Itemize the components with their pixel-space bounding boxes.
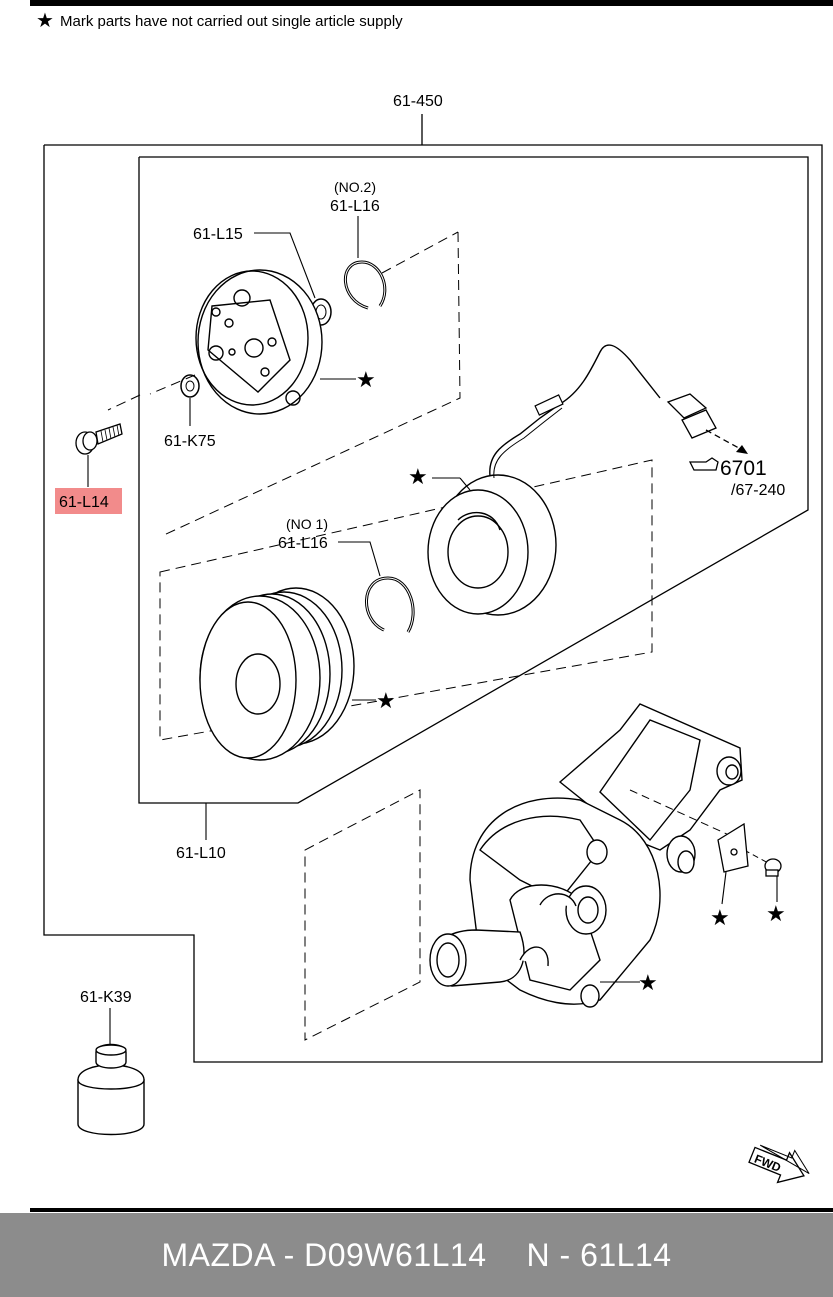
fwd-arrow-icon: FWD — [748, 1144, 810, 1184]
star-icon: ★ — [638, 970, 658, 995]
washer — [180, 374, 200, 398]
bottom-rule — [30, 1208, 833, 1212]
supply-note: Mark parts have not carried out single a… — [60, 13, 403, 30]
star-icon: ★ — [376, 688, 396, 713]
label-61-450: 61-450 — [393, 93, 443, 110]
compressor-body — [429, 703, 743, 1008]
snap-ring-no1 — [365, 576, 415, 633]
label-61-l16-no2: 61-L16 — [330, 198, 380, 215]
label-61-k75: 61-K75 — [164, 433, 216, 450]
field-coil — [427, 474, 557, 616]
star-icon: ★ — [710, 905, 730, 930]
bracket-plate — [717, 822, 749, 873]
star-icon: ★ — [356, 367, 376, 392]
highlight-61-l14 — [55, 488, 122, 514]
label-61-l14: 61-L14 — [59, 494, 109, 511]
footer-part-number: MAZDA - D09W61L14 — [161, 1236, 487, 1273]
footer-code: N - 61L14 — [526, 1236, 672, 1273]
star-icon: ★ — [36, 10, 54, 32]
label-no1: (NO 1) — [286, 516, 328, 532]
clutch-hub — [195, 269, 323, 415]
label-no2: (NO.2) — [334, 179, 376, 195]
label-61-l10: 61-L10 — [176, 845, 226, 862]
star-icon: ★ — [766, 901, 786, 926]
reference-arrow-icon — [688, 457, 719, 471]
part-number-footer: MAZDA - D09W61L14 N - 61L14 — [0, 1213, 833, 1297]
clutch-frame — [138, 156, 809, 804]
snap-ring-no2 — [344, 260, 387, 310]
ref-6701: 6701 — [720, 457, 767, 480]
assembly-frame — [43, 144, 823, 1063]
ref-67-240: /67-240 — [731, 482, 785, 499]
svg-text:FWD: FWD — [752, 1152, 783, 1175]
bolt — [75, 423, 123, 455]
top-rule — [30, 0, 833, 6]
wire-connector — [666, 393, 747, 453]
small-bolt — [764, 858, 782, 877]
label-61-l16-no1: 61-L16 — [278, 535, 328, 552]
coil-wire — [489, 344, 661, 477]
star-icon: ★ — [408, 464, 428, 489]
label-61-l15: 61-L15 — [193, 226, 243, 243]
label-61-k39: 61-K39 — [80, 989, 132, 1006]
oil-bottle — [77, 1043, 145, 1136]
pulley — [199, 587, 355, 761]
